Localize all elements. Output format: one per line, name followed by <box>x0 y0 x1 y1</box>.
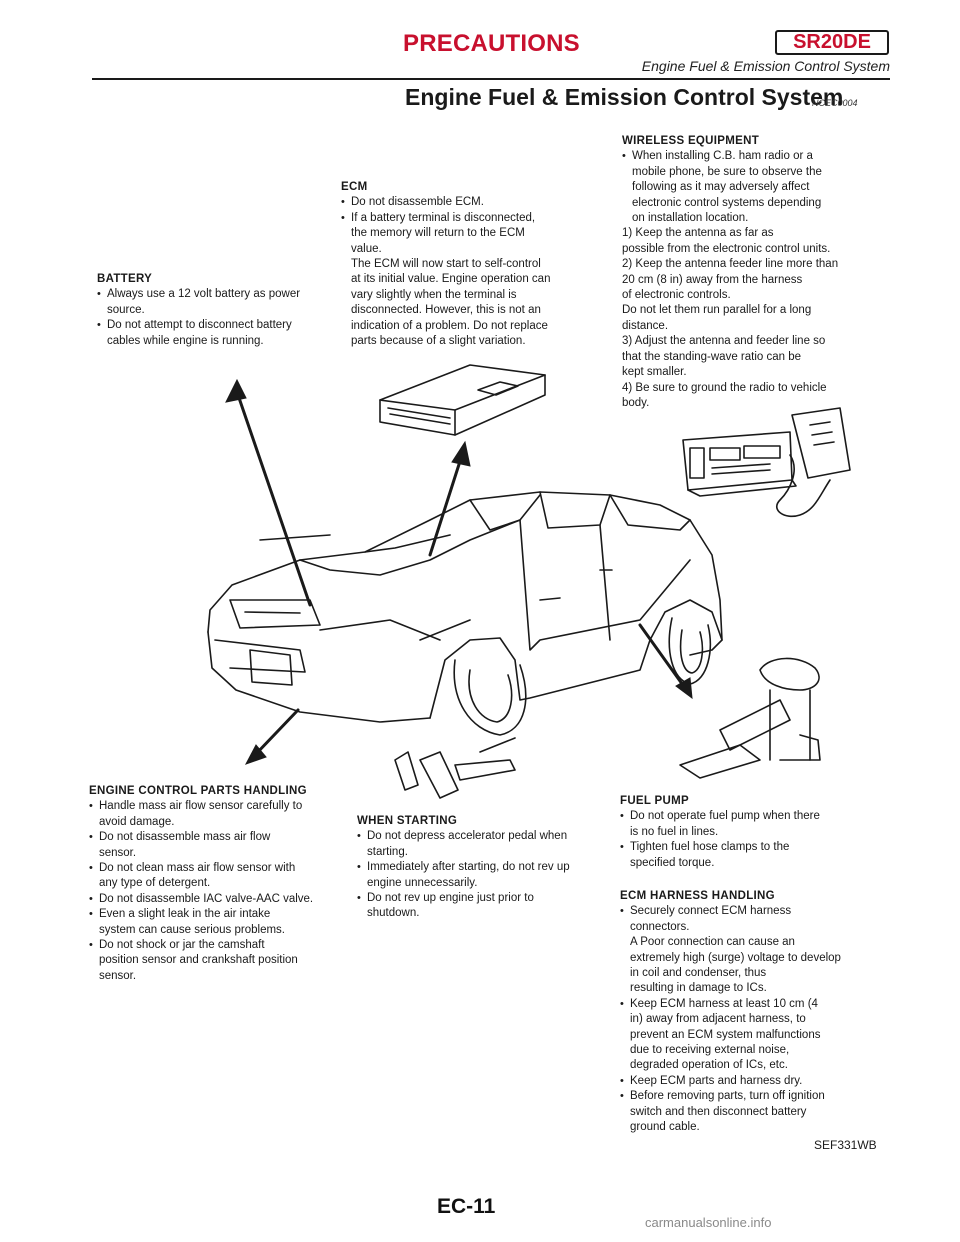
battery-heading: BATTERY <box>97 273 153 285</box>
starting-heading: WHEN STARTING <box>357 815 458 827</box>
starting-bullet-1: Do not depress accelerator pedal when st… <box>357 829 617 860</box>
parts-bullet-2: Do not disassemble mass air flow sensor. <box>89 830 354 861</box>
parts-bullet-6: Do not shock or jar the camshaft positio… <box>89 938 354 984</box>
section-title: Engine Fuel & Emission Control System <box>405 84 844 110</box>
parts-bullet-3: Do not clean mass air flow sensor with a… <box>89 861 354 892</box>
harness-block: ECM HARNESS HANDLING Securely connect EC… <box>620 889 885 1136</box>
harness-bullet-3: Keep ECM parts and harness dry. <box>620 1074 885 1090</box>
arrow-fuel-pump <box>638 623 693 700</box>
wireless-step-2: 2) Keep the antenna feeder line more tha… <box>622 258 839 332</box>
wireless-step-4: 4) Be sure to ground the radio to vehicl… <box>622 381 827 409</box>
arrow-ecm <box>428 440 471 557</box>
parts-bullet-1: Handle mass air flow sensor carefully to… <box>89 799 354 830</box>
wireless-block: WIRELESS EQUIPMENT When installing C.B. … <box>622 134 892 411</box>
starting-block: WHEN STARTING Do not depress accelerator… <box>357 814 617 922</box>
ecm-block: ECM Do not disassemble ECM. If a battery… <box>341 180 596 349</box>
ecm-bullet-1: Do not disassemble ECM. <box>341 195 596 211</box>
wireless-heading: WIRELESS EQUIPMENT <box>622 135 760 147</box>
parts-bullet-5: Even a slight leak in the air intake sys… <box>89 907 354 938</box>
section-code: NCEC0004 <box>812 98 858 108</box>
ecm-heading: ECM <box>341 181 368 193</box>
parts-handling-block: ENGINE CONTROL PARTS HANDLING Handle mas… <box>89 784 354 984</box>
battery-block: BATTERY Always use a 12 volt battery as … <box>97 272 347 349</box>
wireless-step-3: 3) Adjust the antenna and feeder line so… <box>622 335 826 379</box>
figure-code: SEF331WB <box>814 1138 877 1152</box>
parts-heading: ENGINE CONTROL PARTS HANDLING <box>89 785 307 797</box>
fuel-pump-bullet-1: Do not operate fuel pump when there is n… <box>620 809 880 840</box>
car-illustration <box>207 491 723 736</box>
parts-bullet-4: Do not disassemble IAC valve-AAC valve. <box>89 892 354 908</box>
fuel-pump-block: FUEL PUMP Do not operate fuel pump when … <box>620 794 880 871</box>
header-subtitle: Engine Fuel & Emission Control System <box>641 58 890 74</box>
wireless-step-1: 1) Keep the antenna as far as possible f… <box>622 227 831 255</box>
pedals-illustration <box>394 737 516 799</box>
watermark: carmanualsonline.info <box>645 1215 772 1230</box>
page-number: EC-11 <box>437 1195 496 1218</box>
harness-heading: ECM HARNESS HANDLING <box>620 890 775 902</box>
battery-bullet-2: Do not attempt to disconnect battery cab… <box>97 318 347 349</box>
battery-bullet-1: Always use a 12 volt battery as power so… <box>97 287 347 318</box>
radio-illustration <box>682 407 851 518</box>
harness-bullet-2: Keep ECM harness at least 10 cm (4 in) a… <box>620 997 885 1074</box>
ecm-illustration <box>379 364 546 436</box>
starting-bullet-2: Immediately after starting, do not rev u… <box>357 860 617 891</box>
arrow-battery <box>225 378 312 607</box>
chapter-title: PRECAUTIONS <box>403 30 580 57</box>
harness-bullet-1: Securely connect ECM harness connectors.… <box>620 904 885 996</box>
arrow-parts <box>244 708 300 765</box>
fuel-pump-heading: FUEL PUMP <box>620 795 689 807</box>
harness-bullet-4: Before removing parts, turn off ignition… <box>620 1089 885 1135</box>
wireless-bullet-1: When installing C.B. ham radio or a mobi… <box>622 149 892 226</box>
engine-badge: SR20DE <box>775 30 889 55</box>
starting-bullet-3: Do not rev up engine just prior to shutd… <box>357 891 617 922</box>
fuel-pump-bullet-2: Tighten fuel hose clamps to the specifie… <box>620 840 880 871</box>
ecm-bullet-2: If a battery terminal is disconnected, t… <box>341 211 596 350</box>
fuel-pump-illustration <box>679 657 821 779</box>
header-rule <box>92 78 890 80</box>
